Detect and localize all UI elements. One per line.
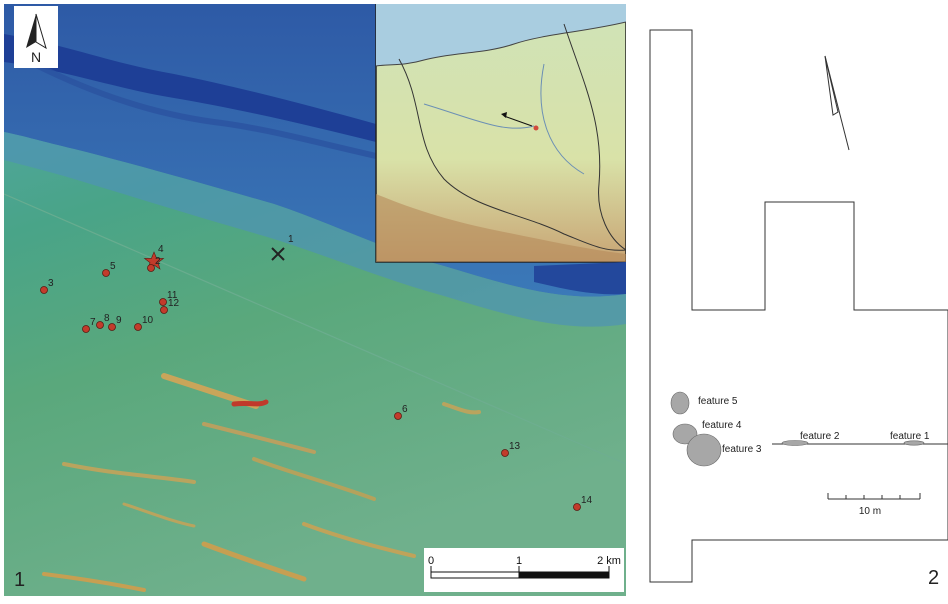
north-arrow: N [14, 6, 58, 68]
site-label-9: 9 [116, 315, 122, 326]
scale-tick-0: 0 [428, 555, 434, 567]
site-marker-2 [147, 264, 155, 272]
plan-scale-bar: 10 m [827, 493, 921, 517]
feature-4-label: feature 4 [702, 420, 742, 431]
scale-tick-2: 2 km [597, 555, 621, 567]
star-site-marker [143, 251, 165, 270]
map-panel-label: 1 [14, 569, 25, 591]
feature-5-shape [670, 391, 690, 415]
star-site: 4 [143, 244, 165, 270]
inset-map [375, 4, 626, 263]
plan-panel: feature 5 feature 4 feature 3 feature 2 … [632, 0, 948, 599]
river [4, 34, 376, 142]
site-label-5: 5 [110, 261, 116, 272]
site-label-14: 14 [581, 495, 593, 506]
star-site-label: 4 [158, 244, 164, 255]
old-channel [32, 61, 377, 159]
site-label-11: 11 [167, 290, 178, 301]
feature-1-label: feature 1 [890, 431, 930, 442]
site-label-2: 2 [155, 256, 161, 267]
scale-bar: 0 1 2 km [424, 548, 624, 592]
site-label-6: 6 [402, 404, 408, 415]
excavated-site-label: 1 [288, 234, 294, 245]
site-label-8: 8 [104, 313, 110, 324]
feature-4-shape [672, 423, 698, 445]
site-marker-11 [159, 298, 167, 306]
plan-north-arrow [824, 55, 850, 151]
scale-tick-1: 1 [516, 555, 522, 567]
site-marker-12 [160, 306, 168, 314]
feature-5-label: feature 5 [698, 396, 738, 407]
plan-panel-label: 2 [928, 567, 939, 589]
terrace-edge [4, 132, 626, 327]
site-marker-14 [573, 503, 581, 511]
site-marker-9 [108, 323, 116, 331]
site-label-7: 7 [90, 317, 96, 328]
site-label-10: 10 [142, 315, 154, 326]
site-marker-3 [40, 286, 48, 294]
excavated-site-marker: 1 [271, 234, 294, 261]
inset-site-marker [533, 125, 539, 131]
feature-2-label: feature 2 [800, 431, 840, 442]
site-marker-7 [82, 325, 90, 333]
plan-scale-label: 10 m [859, 506, 881, 517]
features: feature 5 feature 4 feature 3 feature 2 … [670, 391, 930, 467]
site-label-13: 13 [509, 441, 521, 452]
site-marker-5 [102, 269, 110, 277]
site-marker-10 [134, 323, 142, 331]
site-marker-8 [96, 321, 104, 329]
feature-2-shape [781, 440, 809, 446]
north-label: N [31, 49, 41, 65]
feature-1-shape [903, 440, 925, 446]
feature-3-shape [686, 433, 722, 467]
feature-3-label: feature 3 [722, 444, 762, 455]
site-marker-6 [394, 412, 402, 420]
site-label-3: 3 [48, 278, 54, 289]
site-marker-13 [501, 449, 509, 457]
site-label-12: 12 [168, 298, 180, 309]
road [4, 193, 626, 465]
dune-ridges [42, 373, 481, 592]
plan-canvas: feature 5 feature 4 feature 3 feature 2 … [649, 29, 948, 589]
flood-corner [534, 262, 626, 295]
